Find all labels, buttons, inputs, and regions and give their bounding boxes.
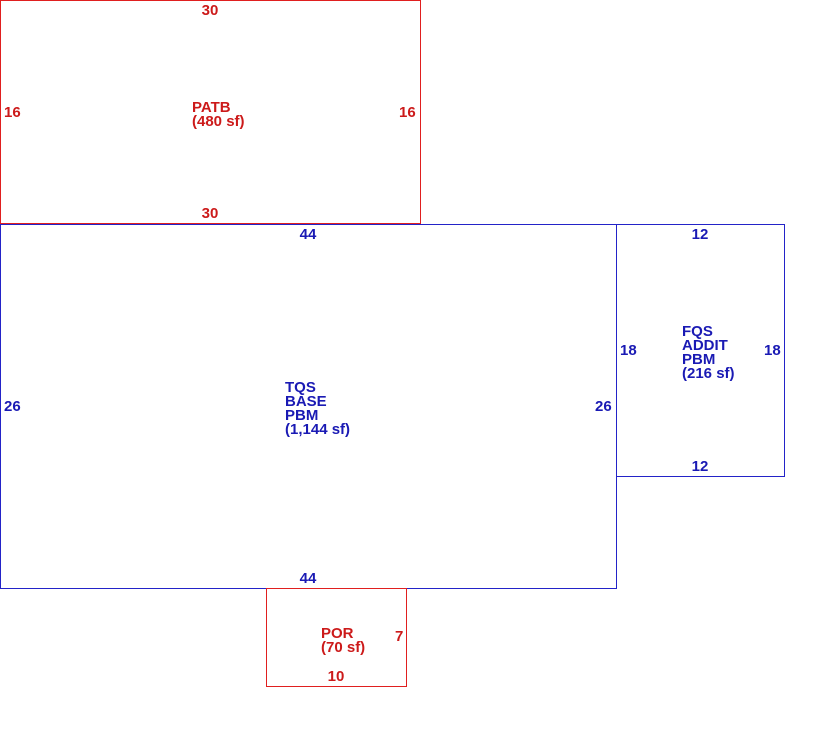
por-dim-right: 7 [395,628,403,645]
patb-dim-top: 30 [202,2,219,19]
base-label-line3: PBM [285,407,318,424]
addit-label-line1: FQS [682,323,713,340]
base-label-line1: TQS [285,379,316,396]
patb-dim-right: 16 [399,104,416,121]
por-outline [266,588,407,687]
addit-label-line2: ADDIT [682,337,728,354]
patb-label-area: (480 sf) [192,113,245,130]
addit-label-area: (216 sf) [682,365,735,382]
patb-dim-left: 16 [4,104,21,121]
addit-label-line3: PBM [682,351,715,368]
patb-label-line1: PATB [192,99,231,116]
base-dim-left: 26 [4,398,21,415]
por-label-area: (70 sf) [321,639,365,656]
base-dim-right: 26 [595,398,612,415]
base-dim-top: 44 [300,226,317,243]
base-dim-bottom: 44 [300,570,317,587]
por-label-line1: POR [321,625,354,642]
patb-dim-bottom: 30 [202,205,219,222]
addit-dim-right: 18 [764,342,781,359]
base-label-line2: BASE [285,393,327,410]
addit-dim-left: 18 [620,342,637,359]
patb-outline [0,0,421,224]
addit-outline [616,224,785,477]
addit-dim-bottom: 12 [692,458,709,475]
base-label-area: (1,144 sf) [285,421,350,438]
por-dim-bottom: 10 [328,668,345,685]
addit-dim-top: 12 [692,226,709,243]
